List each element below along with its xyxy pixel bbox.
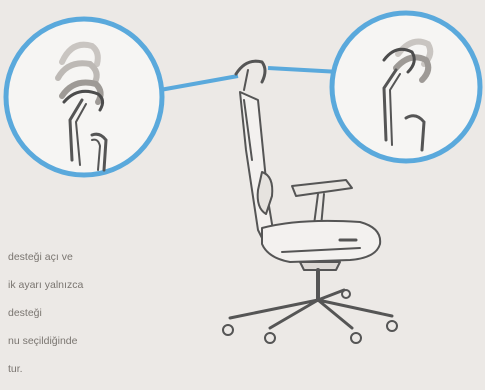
caption-line: desteği açı ve — [0, 250, 140, 264]
caption-line: desteği — [0, 306, 140, 320]
left-zoom-callout — [6, 19, 162, 175]
caption-text: desteği açı ve ik ayarı yalnızca desteği… — [0, 236, 140, 390]
caption-line: nu seçildiğinde — [0, 334, 140, 348]
left-callout-line — [160, 76, 238, 90]
right-zoom-callout — [332, 13, 480, 161]
right-zoom-ring — [332, 13, 480, 161]
chair-armrest — [292, 180, 352, 196]
chair-seat — [262, 221, 380, 262]
chair-base — [230, 290, 392, 328]
caption-line: tur. — [0, 362, 140, 376]
chair-headrest — [236, 61, 265, 82]
right-callout-line — [268, 68, 340, 72]
caption-line: ik ayarı yalnızca — [0, 278, 140, 292]
